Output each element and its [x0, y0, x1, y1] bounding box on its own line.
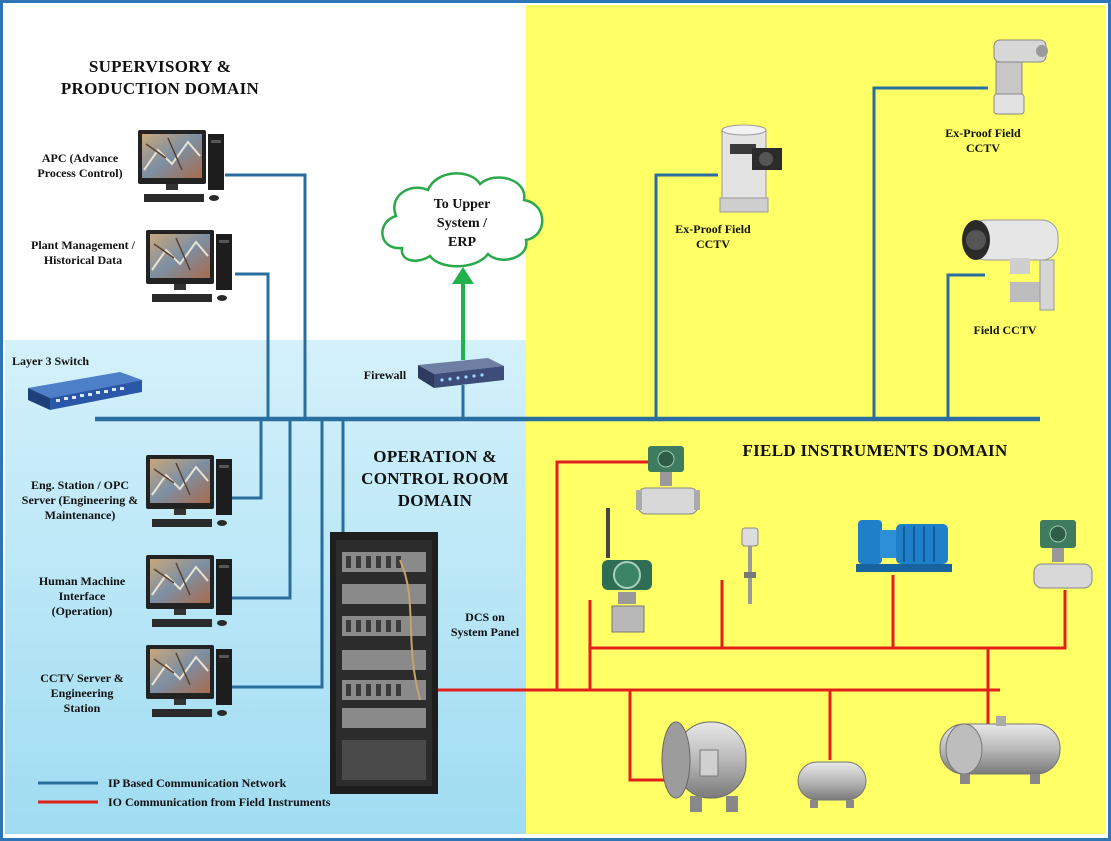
ip-link-cctv-1: [654, 173, 718, 419]
hmi-label: Human Machine Interface (Operation): [38, 574, 126, 618]
io-link-autoclave: [628, 690, 670, 782]
layer3-switch-icon[interactable]: [28, 372, 142, 410]
io-distribution-line: [590, 590, 1067, 650]
apc-label: APC (Advance Process Control): [37, 151, 123, 180]
eng-station-label: Eng. Station / OPC Server (Engineering &…: [21, 478, 139, 522]
io-lines: [436, 460, 1067, 782]
ip-link-plant-mgmt: [235, 272, 270, 419]
centrifugal-pump-icon[interactable]: [856, 520, 952, 572]
storage-tank-small-icon[interactable]: [797, 761, 867, 808]
dcs-cabinet-icon[interactable]: [330, 532, 438, 794]
dcs-label: DCS on System Panel: [450, 610, 520, 639]
plant-mgmt-label: Plant Management / Historical Data: [31, 238, 135, 267]
exproof-cctv-1-icon[interactable]: [719, 124, 782, 213]
uplink-arrowhead: [452, 267, 474, 284]
firewall-label: Firewall: [363, 368, 407, 382]
level-probe-icon[interactable]: [741, 527, 759, 604]
erp-cloud-icon: [381, 172, 544, 268]
wireless-transmitter-icon[interactable]: [602, 508, 652, 633]
io-link-flowmeter-1: [436, 460, 656, 692]
field-cctv-icon[interactable]: [962, 219, 1059, 311]
ip-network-lines: [95, 86, 1040, 689]
cctv-exproof-1-label: Ex-Proof Field CCTV: [675, 222, 751, 251]
coriolis-flowmeter-2-icon[interactable]: [1033, 520, 1093, 589]
legend-ip-label: IP Based Communication Network: [108, 776, 287, 790]
cctv-server-label: CCTV Server & Engineering Station: [40, 671, 124, 715]
ip-link-cctv-server: [225, 419, 324, 689]
exproof-cctv-2-icon[interactable]: [993, 39, 1048, 115]
erp-cloud-label: To Upper System / ERP: [433, 197, 491, 250]
ip-link-cctv-2: [872, 86, 988, 419]
field-domain-title: FIELD INSTRUMENTS DOMAIN: [742, 441, 1008, 460]
layer3-switch-label: Layer 3 Switch: [12, 354, 90, 368]
ip-link-hmi: [225, 419, 292, 600]
ip-link-eng-station: [225, 419, 263, 500]
operation-domain-title: OPERATION & CONTROL ROOM DOMAIN: [361, 447, 509, 510]
cctv-exproof-2-label: Ex-Proof Field CCTV: [945, 126, 1021, 155]
legend-io-label: IO Communication from Field Instruments: [108, 795, 331, 809]
ip-link-apc: [225, 173, 307, 419]
firewall-icon[interactable]: [418, 358, 504, 388]
coriolis-flowmeter-1-icon[interactable]: [636, 446, 700, 515]
storage-tank-large-icon[interactable]: [939, 716, 1061, 784]
autoclave-vessel-icon[interactable]: [661, 721, 747, 812]
field-cctv-label: Field CCTV: [973, 323, 1037, 337]
ip-link-cctv-3: [946, 273, 985, 419]
supervisory-domain-title: SUPERVISORY & PRODUCTION DOMAIN: [60, 57, 260, 98]
operation-domain-bg: [5, 340, 526, 834]
